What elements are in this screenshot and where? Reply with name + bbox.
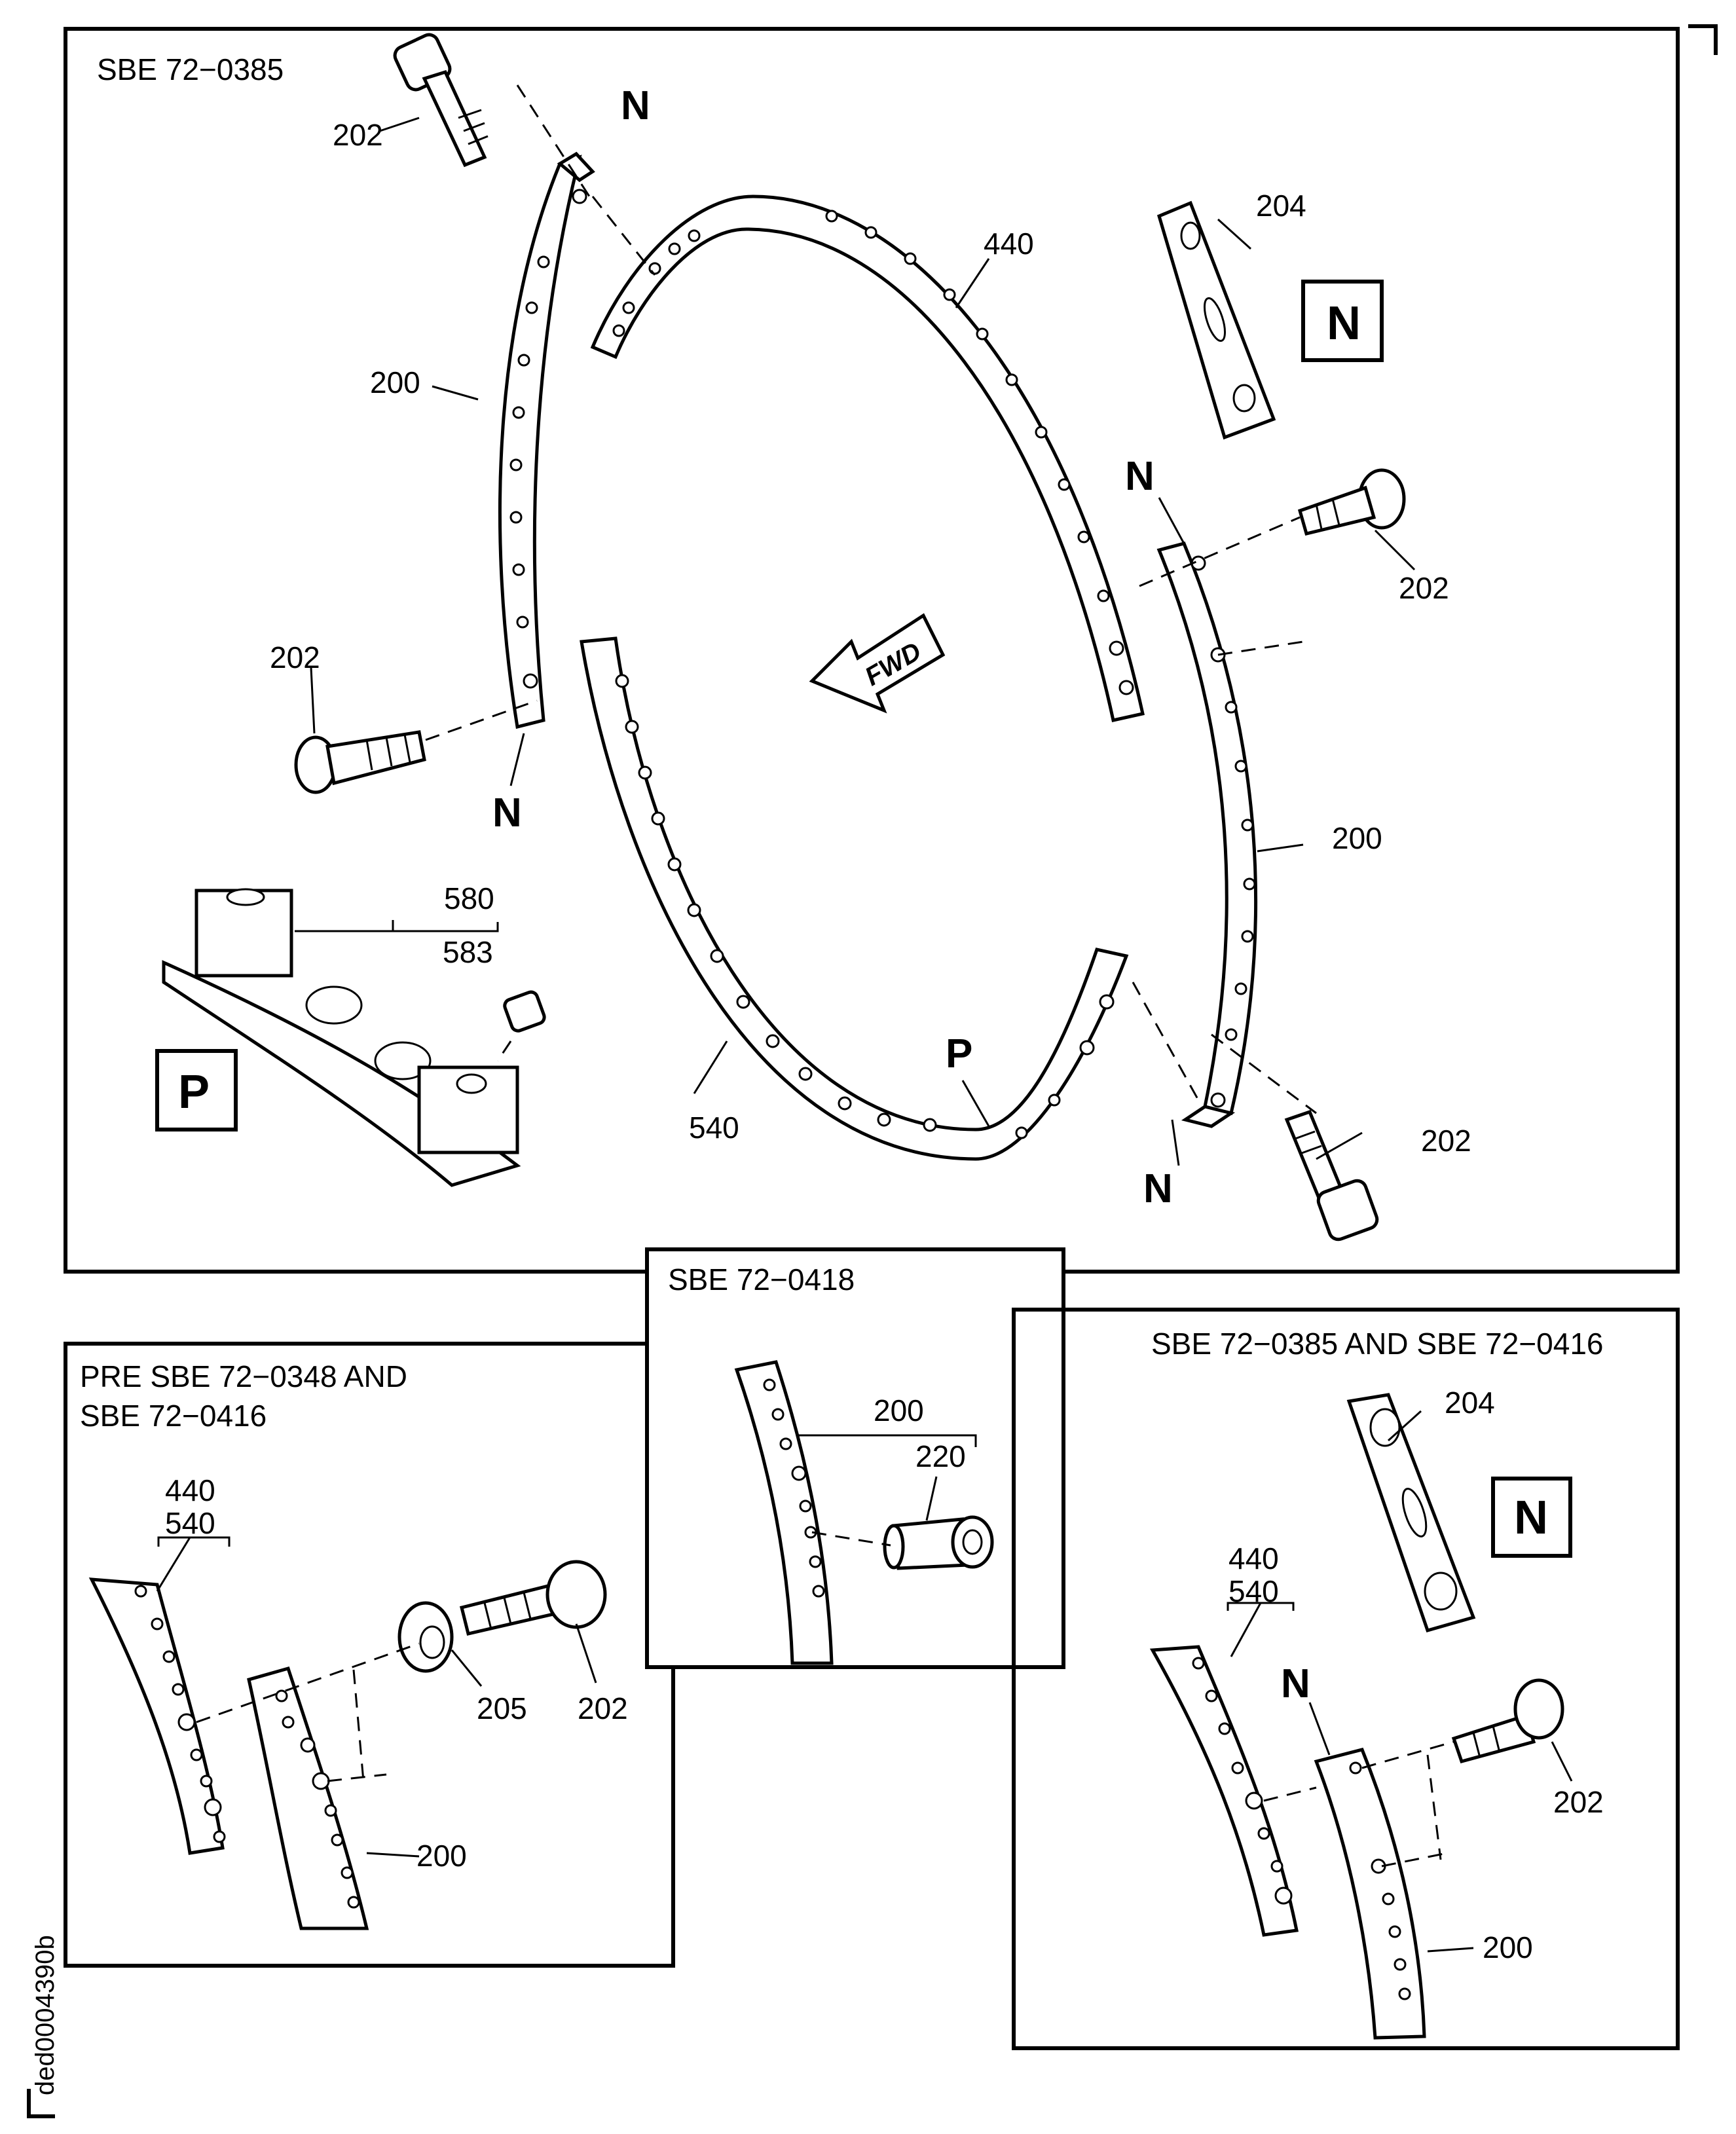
- box-p-letter: P: [178, 1066, 210, 1118]
- plate-204: [1156, 200, 1276, 440]
- mid-leaders: [798, 1434, 977, 1547]
- br-plate-204: [1346, 1393, 1476, 1633]
- label-n-top: N: [621, 83, 650, 128]
- label-n-left-bottom: N: [492, 790, 522, 836]
- bolt-202-top-left: [393, 33, 489, 168]
- main-leaders: [295, 84, 1416, 1166]
- bl-label-440: 440: [165, 1473, 215, 1507]
- label-bolt-202-left: 202: [270, 640, 320, 674]
- panel-bottom-left: PRE SBE 72−0348 AND SBE 72−0416 440 540 …: [80, 1359, 628, 1930]
- label-plate-204: 204: [1256, 189, 1306, 223]
- fwd-arrow: [809, 613, 946, 714]
- main-panel: SBE 72−0385 202 N 440 204 N 200 N 202 FW…: [97, 33, 1471, 1242]
- figure-id: ded0004390b: [31, 1935, 60, 2095]
- br-label-n: N: [1281, 1661, 1310, 1706]
- bl-label-202: 202: [578, 1691, 628, 1725]
- bolt-202-right-bottom: [1284, 1109, 1379, 1242]
- main-panel-title: SBE 72−0385: [97, 52, 284, 86]
- bl-label-200: 200: [416, 1839, 467, 1873]
- segment-200-right: [1156, 542, 1258, 1128]
- bl-title-line1: PRE SBE 72−0348 AND: [80, 1359, 407, 1393]
- bl-label-540: 540: [165, 1506, 215, 1540]
- mid-label-200: 200: [874, 1393, 924, 1427]
- label-bolt-202-top-left: 202: [333, 118, 383, 152]
- bl-leaders: [156, 1536, 597, 1858]
- box-p-main: [155, 1049, 238, 1131]
- mid-label-220: 220: [915, 1439, 966, 1473]
- label-seg-200-left: 200: [370, 365, 420, 399]
- bl-bolt-202: [459, 1560, 607, 1636]
- panel-middle: SBE 72−0418 200 220: [668, 1262, 994, 1665]
- bl-title-line2: SBE 72−0416: [80, 1399, 267, 1433]
- br-bolt-202: [1451, 1678, 1564, 1764]
- label-part-583: 583: [443, 935, 493, 969]
- br-title: SBE 72−0385 AND SBE 72−0416: [1151, 1327, 1604, 1361]
- ring-440: [590, 194, 1145, 722]
- label-n-right-bottom: N: [1143, 1166, 1173, 1211]
- bolt-202-right-top: [1297, 468, 1406, 536]
- br-label-202: 202: [1553, 1785, 1604, 1819]
- label-bolt-202-right-bottom: 202: [1421, 1124, 1471, 1158]
- br-label-200: 200: [1483, 1930, 1533, 1964]
- bl-washer-205: [397, 1601, 454, 1673]
- label-p: P: [946, 1031, 972, 1076]
- box-n-letter: N: [1327, 297, 1361, 350]
- label-n-right-top: N: [1125, 454, 1154, 499]
- br-label-540: 540: [1228, 1574, 1279, 1608]
- mid-segment-200: [734, 1360, 834, 1665]
- br-leaders: [1227, 1410, 1573, 1953]
- mid-title: SBE 72−0418: [668, 1262, 855, 1297]
- br-box-n: [1491, 1477, 1572, 1558]
- label-ring-440: 440: [984, 227, 1034, 261]
- br-box-n-letter: N: [1514, 1492, 1548, 1544]
- label-part-580: 580: [444, 881, 494, 915]
- segment-200-left: [498, 151, 595, 729]
- bl-label-205: 205: [477, 1691, 527, 1725]
- panel-bottom-right: SBE 72−0385 AND SBE 72−0416 204 N 440 54…: [1149, 1327, 1604, 2040]
- mid-bushing-220: [883, 1515, 994, 1570]
- label-ring-540: 540: [689, 1111, 739, 1145]
- bolt-202-left: [294, 730, 426, 794]
- detail-p-bracket: [162, 888, 546, 1187]
- box-n-main: [1301, 280, 1384, 362]
- br-label-204: 204: [1445, 1386, 1495, 1420]
- br-segment-200: [1314, 1748, 1426, 2040]
- frames: [27, 24, 1718, 2118]
- ring-540: [580, 636, 1129, 1161]
- bl-segment-200: [247, 1666, 369, 1930]
- br-label-440: 440: [1228, 1541, 1279, 1575]
- label-bolt-202-right-top: 202: [1399, 571, 1449, 605]
- bl-ring-segment: [88, 1577, 226, 1855]
- br-ring-segment: [1149, 1645, 1299, 1937]
- label-seg-200-right: 200: [1332, 821, 1382, 855]
